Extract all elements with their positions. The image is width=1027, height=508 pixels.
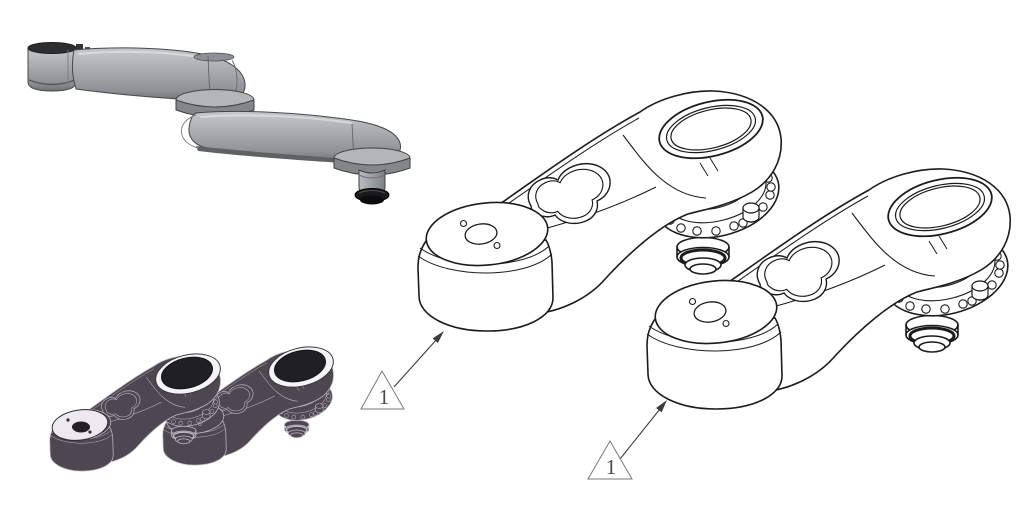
shaded-assembly-grey-view — [27, 42, 411, 205]
leader-arrowhead-icon — [656, 400, 667, 413]
triangle-balloon-icon — [360, 369, 405, 410]
leader-arrowhead-icon — [432, 331, 444, 343]
end-joint-flange — [333, 147, 411, 176]
boss-center-hole — [72, 421, 90, 433]
balloon-callout-1: 1 — [360, 331, 444, 410]
upper-link — [71, 47, 246, 102]
balloon-callout-2: 1 — [587, 400, 667, 480]
leader-line — [619, 408, 661, 460]
line-art-link-pair-view — [418, 90, 1017, 409]
base-boss — [27, 42, 90, 92]
boss-tab — [76, 44, 83, 51]
balloon-2-label: 1 — [606, 455, 617, 479]
leader-line — [393, 338, 438, 388]
shaded-assembly-dark-view — [50, 346, 338, 471]
mounting-stud — [354, 169, 390, 205]
black-cap — [274, 349, 326, 383]
triangle-balloon-icon — [587, 440, 633, 480]
balloon-1-label: 1 — [379, 385, 390, 409]
black-cap — [161, 356, 213, 390]
